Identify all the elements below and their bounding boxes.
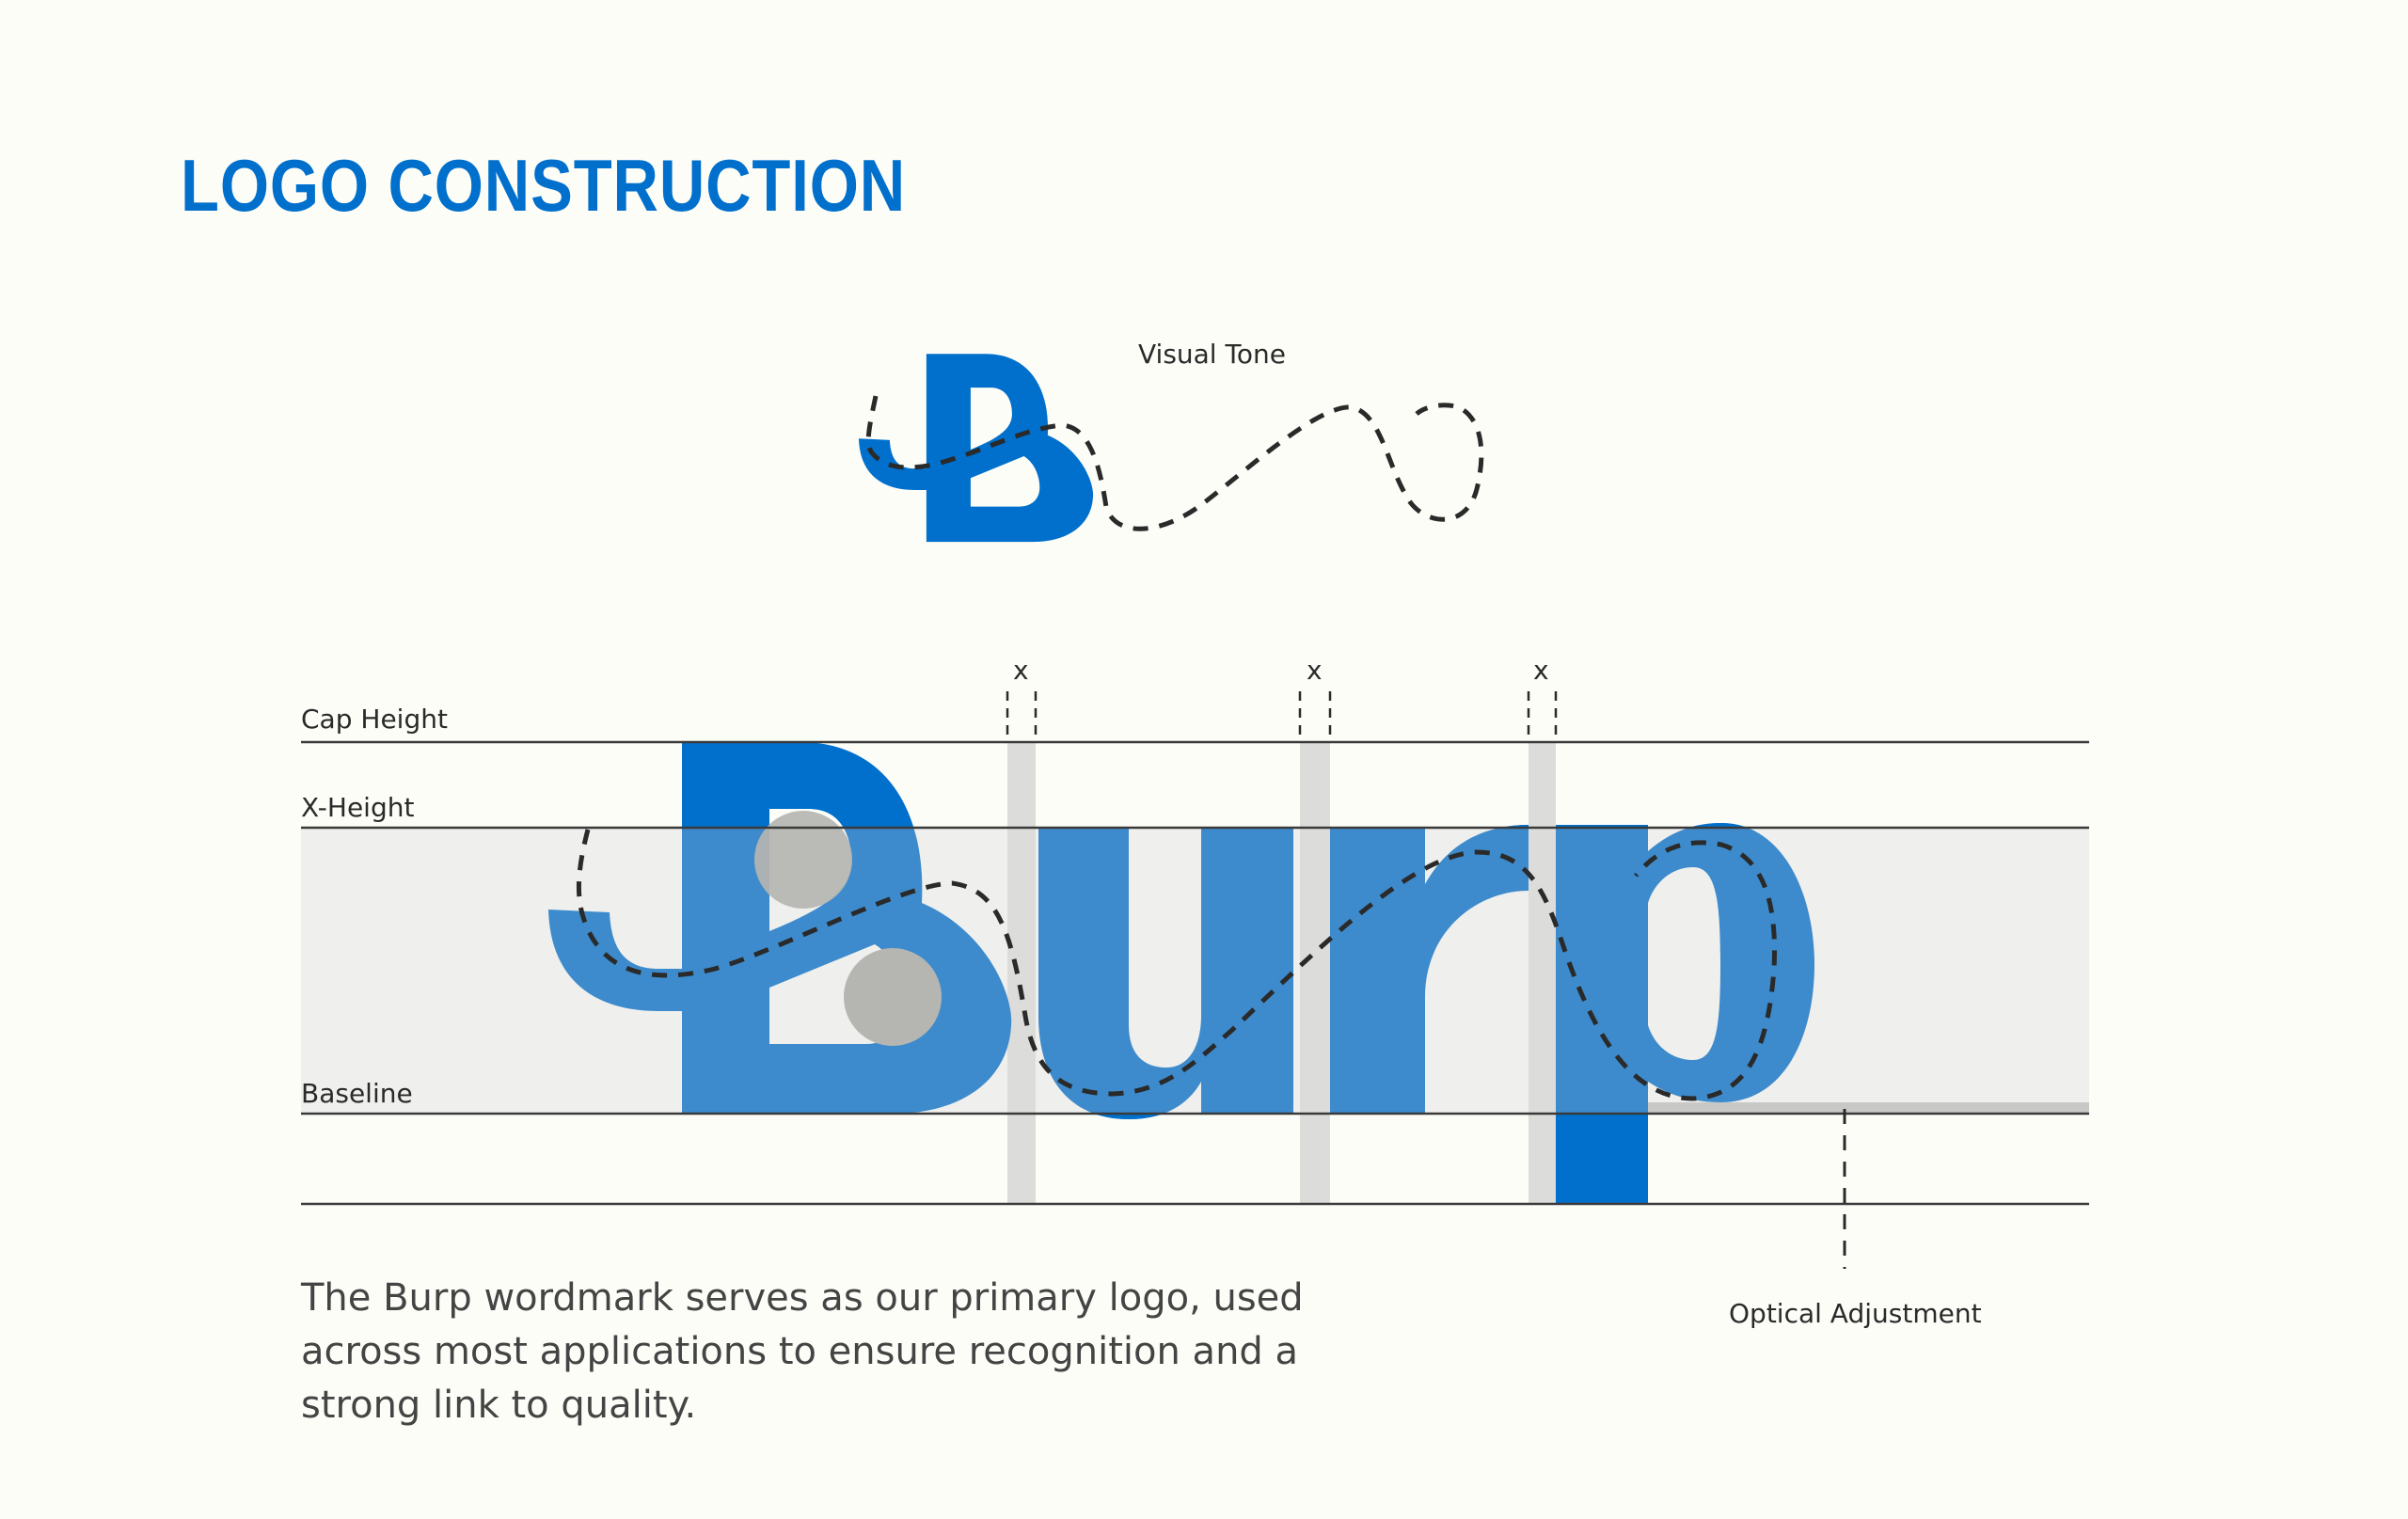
logo-mark-b (858, 354, 1094, 543)
cap-height-label: Cap Height (301, 704, 448, 735)
spacing-dashes (1006, 691, 1558, 742)
spacing-guide (1007, 742, 1036, 1204)
counter-circle (754, 811, 852, 909)
x-height-label: X-Height (301, 792, 415, 823)
spacing-mark: x (1533, 655, 1549, 686)
optical-adjustment-label: Optical Adjustment (1729, 1298, 1982, 1329)
guide-lines (301, 740, 2089, 1206)
spacing-guide (1300, 742, 1330, 1204)
spacing-mark: x (1307, 655, 1323, 686)
counter-circle (844, 948, 942, 1046)
visual-tone-label: Visual Tone (1138, 339, 1286, 370)
baseline-label: Baseline (301, 1078, 413, 1109)
construction-curve (576, 829, 1777, 1101)
description-paragraph: The Burp wordmark serves as our primary … (301, 1276, 1304, 1427)
optical-adjustment-bar (1648, 1102, 2089, 1114)
spacing-mark: x (1013, 655, 1029, 686)
spacing-guide (1529, 742, 1556, 1204)
visual-tone-curve (865, 395, 1484, 531)
page-title: LOGO CONSTRUCTION (181, 144, 907, 227)
